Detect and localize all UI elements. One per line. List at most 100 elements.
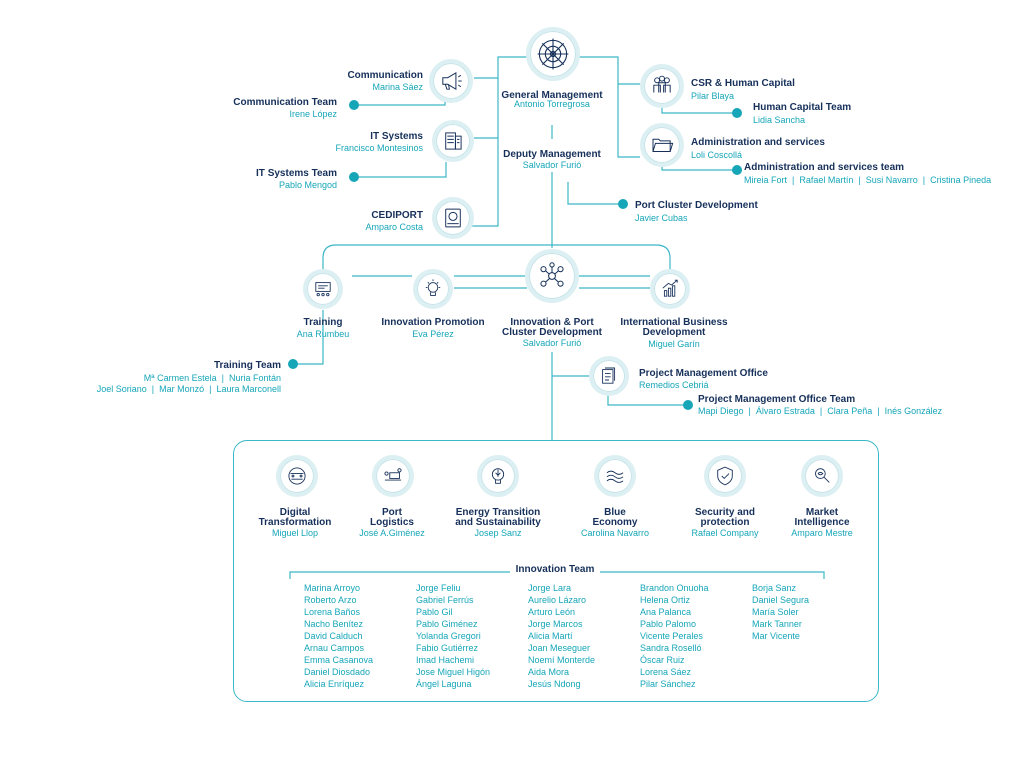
- csr-title: CSR & Human Capital: [691, 78, 795, 89]
- pmo-title: Project Management Office: [639, 368, 768, 379]
- cediport-title: CEDIPORT: [371, 210, 423, 221]
- area-1-title-line2: Transformation: [258, 517, 332, 528]
- ibd-name: Miguel Garín: [648, 339, 700, 349]
- innovation-team-column-2: Jorge Feliu Gabriel Ferrús Pablo Gil Pab…: [416, 582, 490, 690]
- list-item: Jose Miguel Higón: [416, 667, 491, 677]
- list-item: Imad Hachemi: [416, 655, 475, 665]
- innovation-team-column-4: Brandon Onuoha Helena Ortiz Ana Palanca …: [640, 582, 709, 690]
- magnifier-icon: [801, 455, 843, 497]
- list-item: Lorena Sáez: [640, 667, 692, 677]
- admin-title: Administration and services: [691, 137, 825, 148]
- hc-team-dot: [732, 108, 742, 118]
- area-2-title-line1: Port: [382, 507, 402, 518]
- megaphone-icon: [429, 59, 473, 103]
- documents-icon: [589, 356, 629, 396]
- list-item: Aida Mora: [528, 667, 570, 677]
- classroom-icon: [303, 269, 343, 309]
- port-cluster-dot: [618, 199, 628, 209]
- area-6-title-line2: Intelligence: [794, 517, 850, 528]
- hc-team-name: Lidia Sancha: [753, 115, 806, 125]
- list-item: Ana Palanca: [640, 607, 692, 617]
- training-title: Training: [303, 317, 343, 328]
- pmo-team-title: Project Management Office Team: [698, 394, 856, 405]
- list-item: Jesús Ndong: [528, 679, 581, 689]
- area-3-name: Josep Sanz: [474, 528, 522, 538]
- communication-title: Communication: [347, 70, 423, 81]
- ibd-title-line1: International Business: [620, 317, 728, 328]
- list-item: Helena Ortiz: [640, 595, 691, 605]
- area-2-name: José A.Giménez: [359, 528, 425, 538]
- list-item: Marina Arroyo: [304, 583, 361, 593]
- port-cluster-title: Port Cluster Development: [635, 200, 758, 211]
- ipcd-name: Salvador Furió: [522, 338, 582, 348]
- digital-icon: [276, 455, 318, 497]
- area-1-name: Miguel Llop: [271, 528, 319, 538]
- it-team-dot: [349, 172, 359, 182]
- area-1-title-line1: Digital: [279, 507, 311, 518]
- logistics-icon: [372, 455, 414, 497]
- cediport-name: Amparo Costa: [365, 222, 423, 232]
- list-item: Vicente Perales: [640, 631, 703, 641]
- list-item: Lorena Baños: [304, 607, 361, 617]
- it-team-title: IT Systems Team: [256, 168, 337, 179]
- innovation-panel: [233, 440, 879, 702]
- area-4-title-line2: Economy: [592, 517, 638, 528]
- communication-name: Marina Sáez: [372, 82, 423, 92]
- ipcd-title-line2: Cluster Development: [501, 327, 603, 338]
- innovation-team-column-5: Borja Sanz Daniel Segura María Soler Mar…: [752, 582, 809, 642]
- ibd-title-line2: Development: [642, 327, 706, 338]
- pmo-name: Remedios Cebriá: [639, 380, 709, 390]
- list-item: Daniel Segura: [752, 595, 810, 605]
- list-item: Sandra Roselló: [640, 643, 702, 653]
- list-item: Mar Vicente: [752, 631, 800, 641]
- area-3-title-line2: and Sustainability: [455, 517, 541, 528]
- list-item: Daniel Diosdado: [304, 667, 371, 677]
- list-item: Borja Sanz: [752, 583, 797, 593]
- csr-name: Pilar Blaya: [691, 91, 735, 101]
- list-item: Óscar Ruiz: [640, 655, 685, 665]
- area-2-title-line2: Logistics: [370, 517, 414, 528]
- pmo-team-members: Mapi Diego | Álvaro Estrada | Clara Peña…: [698, 406, 943, 416]
- growth-chart-icon: [650, 269, 690, 309]
- innovation-team-column-1: Marina Arroyo Roberto Arzo Lorena Baños …: [304, 582, 373, 690]
- list-item: Brandon Onuoha: [640, 583, 709, 593]
- shield-icon: [704, 455, 746, 497]
- ipcd-title-line1: Innovation & Port: [510, 317, 594, 328]
- waves-icon: [594, 455, 636, 497]
- list-item: Jorge Feliu: [416, 583, 461, 593]
- communication-team-dot: [349, 100, 359, 110]
- training-team-title: Training Team: [213, 360, 281, 371]
- list-item: María Soler: [752, 607, 799, 617]
- list-item: Pilar Sánchez: [640, 679, 696, 689]
- area-4-name: Carolina Navarro: [580, 528, 650, 538]
- pmo-team-dot: [683, 400, 693, 410]
- area-4-title-line1: Blue: [604, 507, 626, 518]
- list-item: Alicia Enríquez: [304, 679, 365, 689]
- list-item: Mark Tanner: [752, 619, 802, 629]
- list-item: Noemí Monterde: [528, 655, 596, 665]
- book-icon: [432, 197, 474, 239]
- list-item: Roberto Arzo: [304, 595, 357, 605]
- compass-rose-icon: [526, 27, 580, 81]
- list-item: Nacho Benítez: [304, 619, 364, 629]
- area-3-title-line1: Energy Transition: [455, 507, 541, 518]
- list-item: Ángel Laguna: [416, 679, 472, 689]
- innovation-promotion-name: Eva Pérez: [412, 329, 454, 339]
- list-item: Pablo Gil: [416, 607, 453, 617]
- list-item: Jorge Marcos: [528, 619, 583, 629]
- folder-icon: [640, 123, 684, 167]
- list-item: Joan Meseguer: [528, 643, 591, 653]
- area-5-title-line2: protection: [700, 517, 750, 528]
- training-team-line2: Joel Soriano | Mar Monzó | Laura Marcone…: [96, 384, 281, 394]
- area-6-name: Amparo Mestre: [791, 528, 853, 538]
- it-team-name: Pablo Mengod: [278, 180, 337, 190]
- admin-team-members: Mireia Fort | Rafael Martín | Susi Navar…: [744, 175, 992, 185]
- deputy-title: Deputy Management: [503, 149, 601, 160]
- list-item: Alicia Martí: [528, 631, 573, 641]
- hc-team-title: Human Capital Team: [753, 102, 852, 113]
- deputy-name: Salvador Furió: [522, 160, 582, 170]
- list-item: Aurelio Lázaro: [528, 595, 587, 605]
- lightbulb-icon: [413, 269, 453, 309]
- admin-team-title: Administration and services team: [744, 162, 905, 173]
